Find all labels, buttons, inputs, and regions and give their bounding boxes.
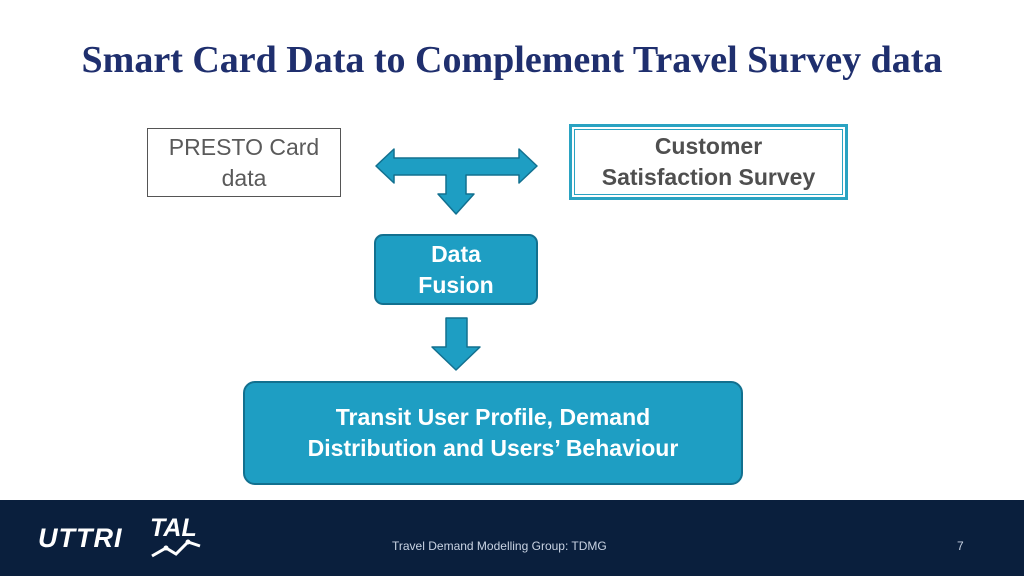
footer-group-text: Travel Demand Modelling Group: TDMG xyxy=(392,539,607,553)
output-line-1: Transit User Profile, Demand xyxy=(335,404,651,430)
uttri-logo: UTTRI xyxy=(38,523,123,553)
customer-satisfaction-survey-box: Customer Satisfaction Survey xyxy=(569,124,848,200)
presto-line-2: data xyxy=(221,164,267,191)
down-arrow-icon xyxy=(431,317,481,371)
presto-card-data-box: PRESTO Card data xyxy=(147,128,341,197)
tal-graph-icon xyxy=(151,539,201,558)
survey-line-1: Customer xyxy=(654,133,763,159)
footer-bar xyxy=(0,500,1024,576)
survey-line-2: Satisfaction Survey xyxy=(601,164,816,190)
data-fusion-box: Data Fusion xyxy=(374,234,538,305)
presto-line-1: PRESTO Card xyxy=(168,133,320,160)
page-number: 7 xyxy=(957,539,964,553)
tal-logo-text: TAL xyxy=(150,514,197,542)
tal-logo: TAL xyxy=(150,514,204,562)
transit-user-profile-box: Transit User Profile, Demand Distributio… xyxy=(243,381,743,485)
survey-inner-frame: Customer Satisfaction Survey xyxy=(574,129,843,195)
fusion-line-1: Data xyxy=(431,240,481,267)
fusion-line-2: Fusion xyxy=(418,271,494,298)
merge-arrow-icon xyxy=(375,148,538,215)
output-line-2: Distribution and Users’ Behaviour xyxy=(307,435,679,461)
slide-title: Smart Card Data to Complement Travel Sur… xyxy=(81,39,943,81)
